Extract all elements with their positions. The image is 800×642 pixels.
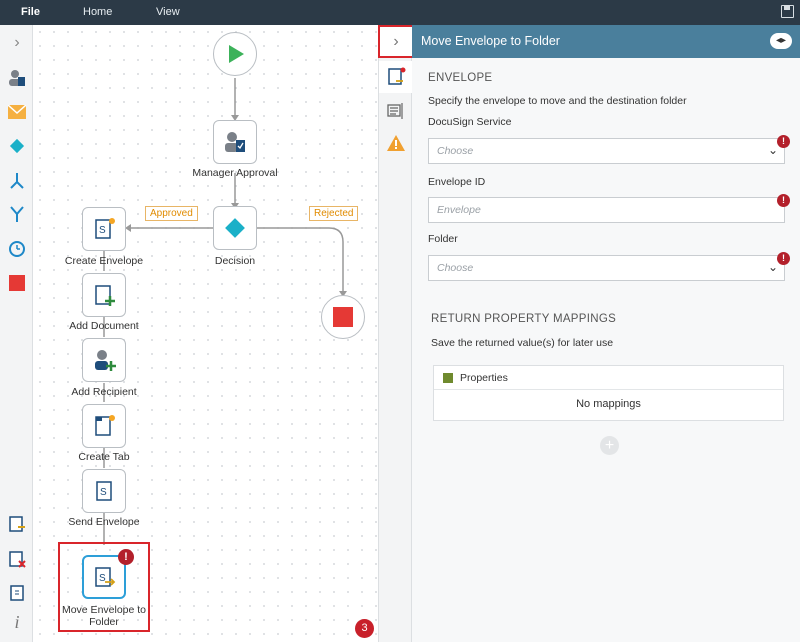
connector-lines <box>103 78 347 545</box>
dock-toggle-button[interactable]: ◂▸ <box>770 33 792 49</box>
approved-branch-tag: Approved <box>145 206 198 221</box>
create-envelope-node[interactable]: S <box>82 207 126 251</box>
properties-label: Properties <box>460 372 508 384</box>
rejected-branch-tag: Rejected <box>309 206 359 221</box>
delete-envelope-icon[interactable] <box>7 549 27 569</box>
move-envelope-label: Move Envelope to Folder <box>49 604 159 628</box>
tab-list-properties[interactable] <box>386 101 406 121</box>
return-description: Save the returned value(s) for later use <box>431 337 614 349</box>
properties-panel: Move Envelope to Folder ◂▸ ENVELOPE Spec… <box>412 25 800 642</box>
collapse-panel-button[interactable]: › <box>378 25 414 58</box>
cube-icon <box>443 373 453 383</box>
mappings-table: Properties No mappings <box>433 365 784 421</box>
warning-icon[interactable] <box>386 133 406 153</box>
decision-node[interactable] <box>213 206 257 250</box>
chevron-down-icon: ⌄ <box>767 143 778 157</box>
stop-node[interactable] <box>321 295 365 339</box>
create-tab-label: Create Tab <box>78 451 130 463</box>
panel-header: Move Envelope to Folder ◂▸ <box>412 25 800 58</box>
add-recipient-label: Add Recipient <box>71 386 137 398</box>
move-envelope-label-line2: Folder <box>89 616 119 628</box>
envelope-id-placeholder: Envelope <box>437 204 481 216</box>
add-mapping-button[interactable]: + <box>600 436 619 455</box>
envelope-id-input[interactable]: Envelope <box>428 197 785 223</box>
create-envelope-label: Create Envelope <box>64 255 144 267</box>
section-return-title: RETURN PROPERTY MAPPINGS <box>431 313 617 325</box>
error-count-badge[interactable]: 3 <box>355 619 374 638</box>
workflow-canvas[interactable]: Manager Approval Decision Approved Rejec… <box>33 25 378 642</box>
folder-value: Choose <box>437 262 474 274</box>
add-recipient-node[interactable] <box>82 338 126 382</box>
envelope-id-label: Envelope ID <box>428 176 486 188</box>
required-error-icon: ! <box>777 252 790 265</box>
property-tabs <box>378 25 413 642</box>
docusign-service-select[interactable]: Choose ⌄ <box>428 138 785 164</box>
required-error-icon: ! <box>777 135 790 148</box>
add-document-node[interactable] <box>82 273 126 317</box>
menu-file[interactable]: File <box>21 6 40 18</box>
expand-chevron-icon[interactable]: › <box>14 34 20 51</box>
menu-view[interactable]: View <box>156 6 180 18</box>
stop-icon[interactable] <box>7 273 27 293</box>
timer-icon[interactable] <box>7 238 27 258</box>
email-icon[interactable] <box>7 102 27 122</box>
approval-user-icon[interactable] <box>7 68 27 88</box>
split-icon[interactable] <box>7 171 27 191</box>
svg-text:S: S <box>99 573 106 584</box>
folder-label: Folder <box>428 233 458 245</box>
decision-label: Decision <box>214 255 256 267</box>
section-envelope-title: ENVELOPE <box>428 72 493 84</box>
menu-home[interactable]: Home <box>83 6 113 18</box>
decision-diamond-icon[interactable] <box>7 136 27 156</box>
tab-envelope-properties[interactable] <box>379 61 413 93</box>
envelope-description: Specify the envelope to move and the des… <box>428 95 687 107</box>
selected-node-highlight <box>58 542 150 632</box>
docusign-service-label: DocuSign Service <box>428 116 512 128</box>
manager-approval-label: Manager Approval <box>192 167 278 179</box>
envelope-doc-icon[interactable] <box>7 583 27 603</box>
svg-text:S: S <box>100 487 107 498</box>
create-tab-node[interactable] <box>82 404 126 448</box>
chevron-down-icon: ⌄ <box>767 260 778 274</box>
add-document-label: Add Document <box>69 320 139 332</box>
merge-icon[interactable] <box>7 204 27 224</box>
folder-select[interactable]: Choose ⌄ <box>428 255 785 281</box>
send-envelope-label: Send Envelope <box>68 516 140 528</box>
left-toolbar: › i <box>0 25 33 642</box>
mappings-header: Properties <box>434 366 783 390</box>
send-envelope-node[interactable]: S <box>82 469 126 513</box>
menu-bar: File Home View <box>0 0 800 25</box>
no-mappings-text: No mappings <box>576 398 641 410</box>
node-error-icon: ! <box>118 549 134 565</box>
move-envelope-label-line1: Move Envelope to <box>61 604 147 616</box>
panel-title: Move Envelope to Folder <box>421 34 560 48</box>
svg-text:S: S <box>99 225 106 236</box>
chevron-right-icon: › <box>393 32 399 50</box>
start-node[interactable] <box>213 32 257 76</box>
save-icon[interactable] <box>781 5 794 18</box>
info-icon[interactable]: i <box>14 611 20 632</box>
move-envelope-icon[interactable] <box>7 514 27 534</box>
manager-approval-node[interactable] <box>213 120 257 164</box>
docusign-service-value: Choose <box>437 145 474 157</box>
move-envelope-node[interactable]: S <box>82 555 126 599</box>
required-error-icon: ! <box>777 194 790 207</box>
